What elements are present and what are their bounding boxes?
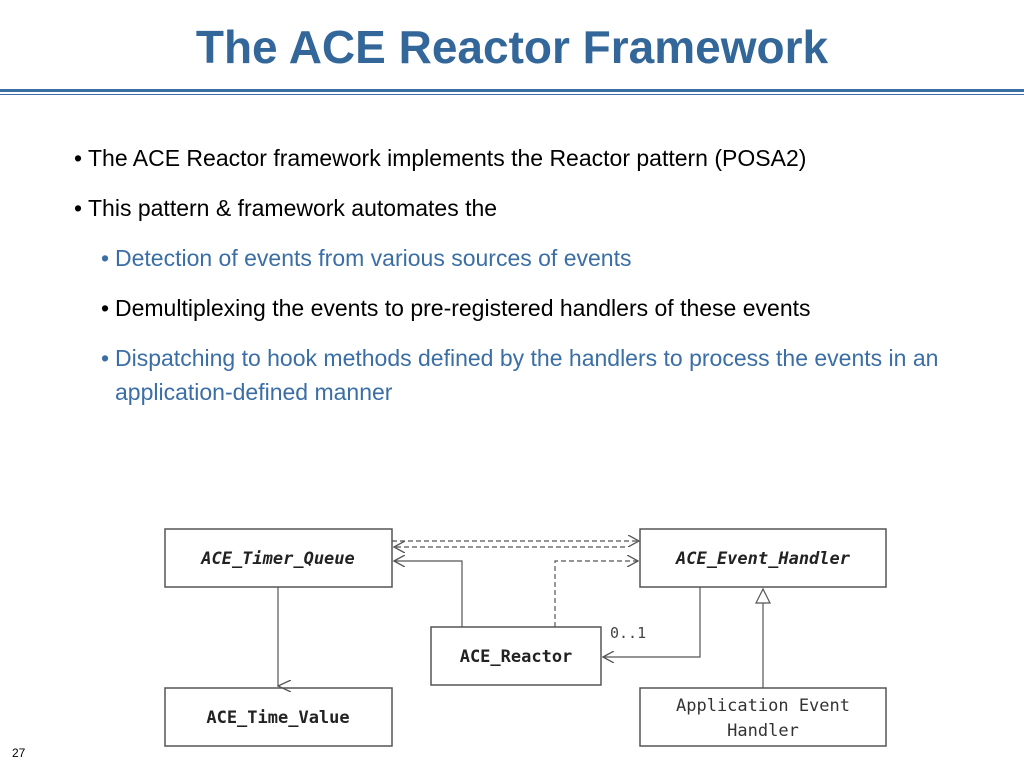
application-event-handler-class: Application Event Handler — [639, 687, 887, 747]
class-diagram: ACE_Timer_Queue ACE_Event_Handler ACE_Re… — [164, 528, 887, 747]
reactor-label: ACE_Reactor — [460, 647, 573, 667]
multiplicity-label: 0..1 — [610, 624, 646, 642]
app-handler-label-2: Handler — [727, 721, 799, 741]
inheritance-triangle — [755, 587, 771, 604]
reactor-class: ACE_Reactor — [430, 626, 602, 686]
timer-queue-class: ACE_Timer_Queue — [164, 528, 393, 588]
time-value-class: ACE_Time_Value — [164, 687, 393, 747]
bullet-item: The ACE Reactor framework implements the… — [74, 141, 954, 175]
sub-bullet-item: Demultiplexing the events to pre-registe… — [101, 291, 954, 325]
reactor-timer-queue-association — [394, 561, 463, 627]
title-divider — [0, 89, 1024, 95]
app-handler-label-1: Application Event — [676, 696, 850, 716]
slide-title: The ACE Reactor Framework — [195, 21, 829, 73]
time-value-label: ACE_Time_Value — [206, 708, 349, 728]
event-handler-label: ACE_Event_Handler — [675, 549, 851, 569]
event-handler-reactor-association — [603, 587, 701, 657]
sub-bullet-item: Detection of events from various sources… — [101, 241, 954, 275]
bullet-list: The ACE Reactor framework implements the… — [74, 141, 954, 425]
timer-queue-label: ACE_Timer_Queue — [200, 549, 355, 569]
sub-bullet-item: Dispatching to hook methods defined by t… — [101, 341, 954, 409]
slide-number: 27 — [12, 746, 26, 760]
event-handler-class: ACE_Event_Handler — [639, 528, 887, 588]
reactor-event-handler-dependency — [554, 561, 638, 627]
bullet-item: This pattern & framework automates the — [74, 191, 954, 225]
